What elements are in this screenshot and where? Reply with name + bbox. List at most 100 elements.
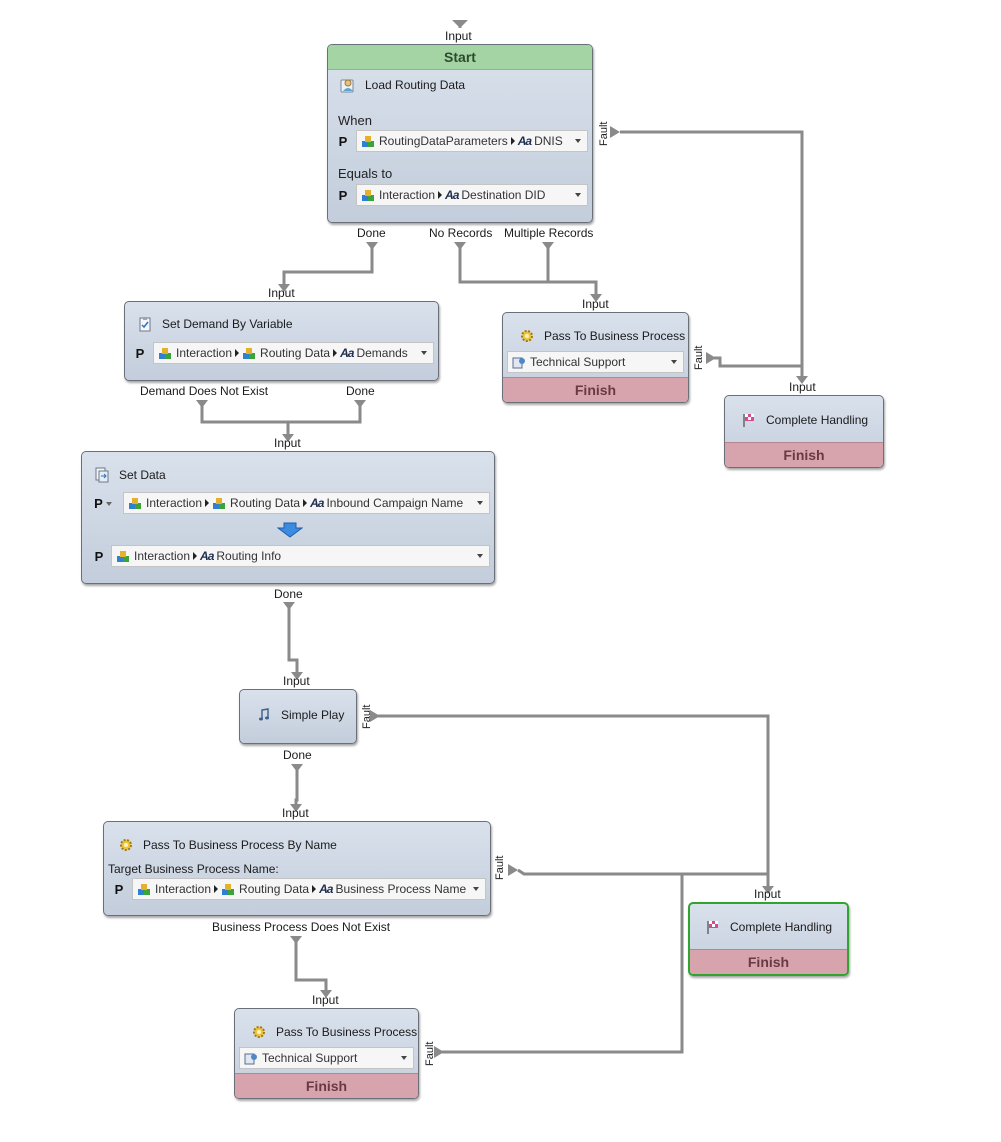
finish-footer: Finish [235,1073,418,1098]
node-title: Set Demand By Variable [137,316,293,332]
pass-bp-input-label: Input [582,297,609,311]
done-port-label[interactable]: Done [283,748,312,762]
pass-bp-title: Pass To Business Process [276,1025,418,1039]
gear-icon [521,330,533,342]
set-demand-node[interactable]: Set Demand By Variable P Interaction Rou… [124,301,439,381]
dropdown-arrow-icon [477,501,483,505]
pass-by-name-title: Pass To Business Process By Name [143,838,337,852]
parameter-type-button[interactable]: P [338,133,348,149]
dropdown-arrow-icon [477,554,483,558]
parameter-type-button[interactable]: P [338,187,348,203]
pass-by-name-input-label: Input [282,806,309,820]
parameter-type-button[interactable]: P [135,345,145,361]
path-separator-icon [438,191,443,199]
dropdown-arrow-icon [575,193,581,197]
complete-title: Complete Handling [730,920,833,934]
dropdown-arrow-icon [671,360,677,364]
wire-fault-to-complete1 [620,130,804,378]
assign-arrow-icon [277,522,303,538]
fault-port-label[interactable]: Fault [424,1041,436,1066]
parameter-type-button[interactable]: P [114,881,124,897]
string-type-icon: Aa [517,134,532,148]
fault-port-label[interactable]: Fault [598,121,610,146]
business-process-combo[interactable]: Technical Support [239,1047,414,1069]
wire-setdata-to-play [287,604,299,674]
set-demand-input-label: Input [268,286,295,300]
complete-handling-node-selected[interactable]: Complete Handling Finish [688,902,849,976]
node-title: Pass To Business Process By Name [118,837,337,853]
parameter-type-dropdown[interactable]: P [90,496,116,511]
gear-icon [253,1026,265,1038]
wire-norecords-to-passbp [458,244,598,296]
complete-input-label: Input [789,380,816,394]
node-title: Simple Play [256,707,344,723]
path-separator-icon [312,885,317,893]
done-port-label[interactable]: Done [357,226,386,240]
fault-port-label[interactable]: Fault [361,704,373,729]
checkered-flag-icon [707,921,718,934]
path-separator-icon [333,349,338,357]
when-caption: When [338,113,372,128]
complete-handling-node[interactable]: Complete Handling Finish [724,395,884,468]
wire-play-fault [378,714,770,888]
data-cubes-icon [362,189,374,201]
wire-notexist-to-passbp2 [294,938,328,992]
target-process-caption: Target Business Process Name: [108,862,279,876]
business-process-combo[interactable]: Technical Support [507,351,684,373]
set-data-title: Set Data [119,468,166,482]
dropdown-arrow-icon [421,351,427,355]
parameter-type-button[interactable]: P [94,548,104,564]
set-demand-title: Set Demand By Variable [162,317,293,331]
path-separator-icon [235,349,240,357]
path-separator-icon [303,499,308,507]
node-title: Complete Handling [705,919,832,935]
string-type-icon: Aa [200,549,214,563]
simple-play-node[interactable]: Simple Play [239,689,357,744]
node-title: Set Data [94,467,166,483]
wire-passbp1-fault [714,356,802,368]
path-separator-icon [214,885,219,893]
multiple-records-port-label[interactable]: Multiple Records [504,226,594,240]
data-cubes-icon [222,883,235,895]
finish-footer: Finish [725,442,883,467]
wire-done-to-set-demand [282,244,374,286]
checkered-flag-icon [743,414,754,427]
no-records-port-label[interactable]: No Records [429,226,493,240]
string-type-icon: Aa [340,346,354,360]
node-title: Complete Handling [741,412,868,428]
pass-bp-input-label: Input [312,993,339,1007]
done-port-label[interactable]: Done [274,587,303,601]
finish-footer: Finish [503,377,688,402]
wire-play-to-passbyname [294,766,299,806]
load-routing-data-node[interactable]: Start Load Routing Data When P RoutingDa… [327,44,593,223]
complete-title: Complete Handling [766,413,869,427]
data-cubes-icon [362,135,374,147]
done-port-label[interactable]: Done [346,384,375,398]
string-type-icon: Aa [319,882,333,896]
pass-to-business-process-node-2[interactable]: Pass To Business Process Technical Suppo… [234,1008,419,1099]
complete-input-label: Input [754,887,781,901]
wire-demand-to-setdata [200,402,362,424]
finish-footer: Finish [690,949,847,974]
string-type-icon: Aa [445,188,459,202]
pass-bp-title: Pass To Business Process [544,329,686,343]
user-data-icon [340,79,354,93]
pass-to-business-process-node[interactable]: Pass To Business Process Technical Suppo… [502,312,689,403]
process-not-exist-port-label[interactable]: Business Process Does Not Exist [212,920,391,934]
demand-not-exist-port-label[interactable]: Demand Does Not Exist [140,384,269,398]
fault-port-label[interactable]: Fault [494,855,506,880]
data-cubes-icon [117,550,129,562]
pass-to-business-process-by-name-node[interactable]: Pass To Business Process By Name Target … [103,821,491,916]
equals-caption: Equals to [338,166,393,181]
fault-port-label[interactable]: Fault [693,345,705,370]
load-routing-title: Load Routing Data [365,78,466,92]
node-title: Load Routing Data [340,77,465,93]
